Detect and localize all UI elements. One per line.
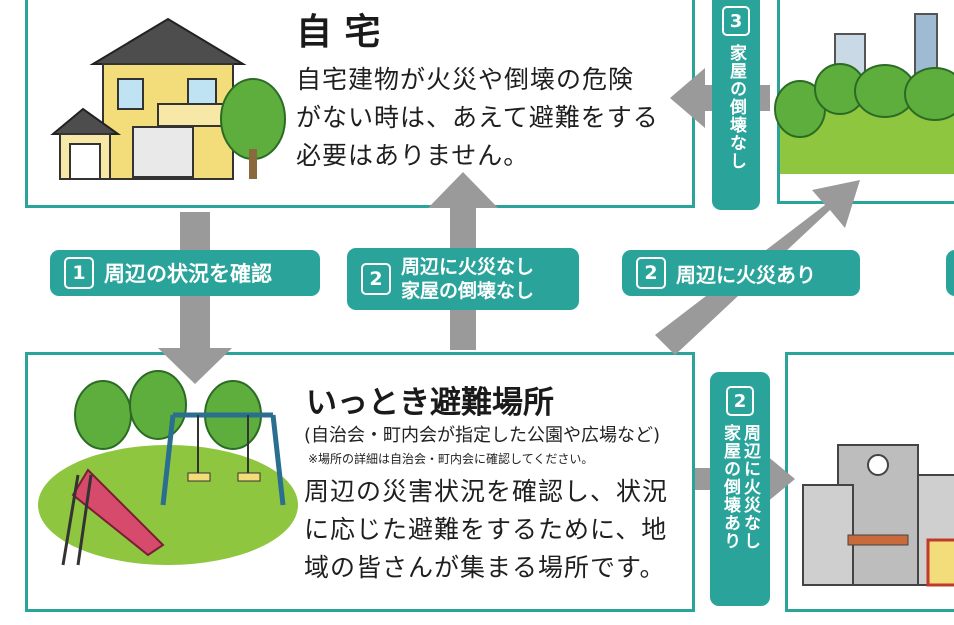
label-fire-nearby: 2 周辺に火災あり xyxy=(622,250,860,296)
label-collapse-vertical: 2 周辺に火災なし 家屋の倒壊あり xyxy=(710,372,770,606)
temp-text-line: 域の皆さんが集まる場所です。 xyxy=(304,553,666,582)
label-text: 家屋の倒壊なし xyxy=(726,44,746,170)
temp-site-note: ※場所の詳細は自治会・町内会に確認してください。 xyxy=(308,452,594,466)
home-text-line: がない時は、あえて避難をする xyxy=(296,103,659,132)
label-text: 周辺の状況を確認 xyxy=(104,262,272,286)
park-illustration xyxy=(774,13,954,174)
home-text-line: 必要はありません。 xyxy=(296,141,530,170)
temp-text-line: に応じた避難をするために、地 xyxy=(304,515,668,544)
house-illustration xyxy=(50,17,286,180)
wide-area-site-panel xyxy=(774,0,954,204)
label-no-collapse-vertical: 3 家屋の倒壊なし xyxy=(712,0,760,210)
label-text-line: 家屋の倒壊あり xyxy=(720,424,740,550)
step-number: 2 xyxy=(726,386,754,416)
shelter-panel xyxy=(785,352,954,612)
school-illustration xyxy=(802,444,954,587)
temporary-evacuation-panel: いっとき避難場所 (自治会・町内会が指定した公園や広場など) ※場所の詳細は自治… xyxy=(25,352,695,612)
temp-site-description: 周辺の災害状況を確認し、状況 に応じた避難をするために、地 域の皆さんが集まる場… xyxy=(304,473,668,587)
step-number: 2 xyxy=(361,263,391,295)
home-text-line: 自宅建物が火災や倒壊の危険 xyxy=(296,65,635,94)
step-number: 3 xyxy=(722,6,750,36)
home-panel: 自 宅 自宅建物が火災や倒壊の危険 がない時は、あえて避難をする 必要はありませ… xyxy=(25,0,695,208)
step-number: 2 xyxy=(636,257,666,289)
label-text-line: 家屋の倒壊なし xyxy=(401,280,535,302)
label-text-line: 周辺に火災なし xyxy=(401,256,535,278)
label-check-surroundings: 1 周辺の状況を確認 xyxy=(50,250,320,296)
step-number: 1 xyxy=(64,257,94,289)
home-title: 自 宅 xyxy=(296,12,381,53)
label-safe-return-home: 2 周辺に火災なし 家屋の倒壊なし xyxy=(347,248,579,310)
playground-illustration xyxy=(38,370,298,566)
label-text-line: 周辺に火災なし xyxy=(740,424,760,550)
label-text: 周辺に火災あり xyxy=(676,262,816,287)
temp-site-title: いっとき避難場所 xyxy=(306,385,554,421)
temp-text-line: 周辺の災害状況を確認し、状況 xyxy=(304,477,669,506)
temp-site-subtitle: (自治会・町内会が指定した公園や広場など) xyxy=(304,425,661,446)
right-edge-pill xyxy=(946,250,954,296)
home-description: 自宅建物が火災や倒壊の危険 がない時は、あえて避難をする 必要はありません。 xyxy=(296,61,659,175)
